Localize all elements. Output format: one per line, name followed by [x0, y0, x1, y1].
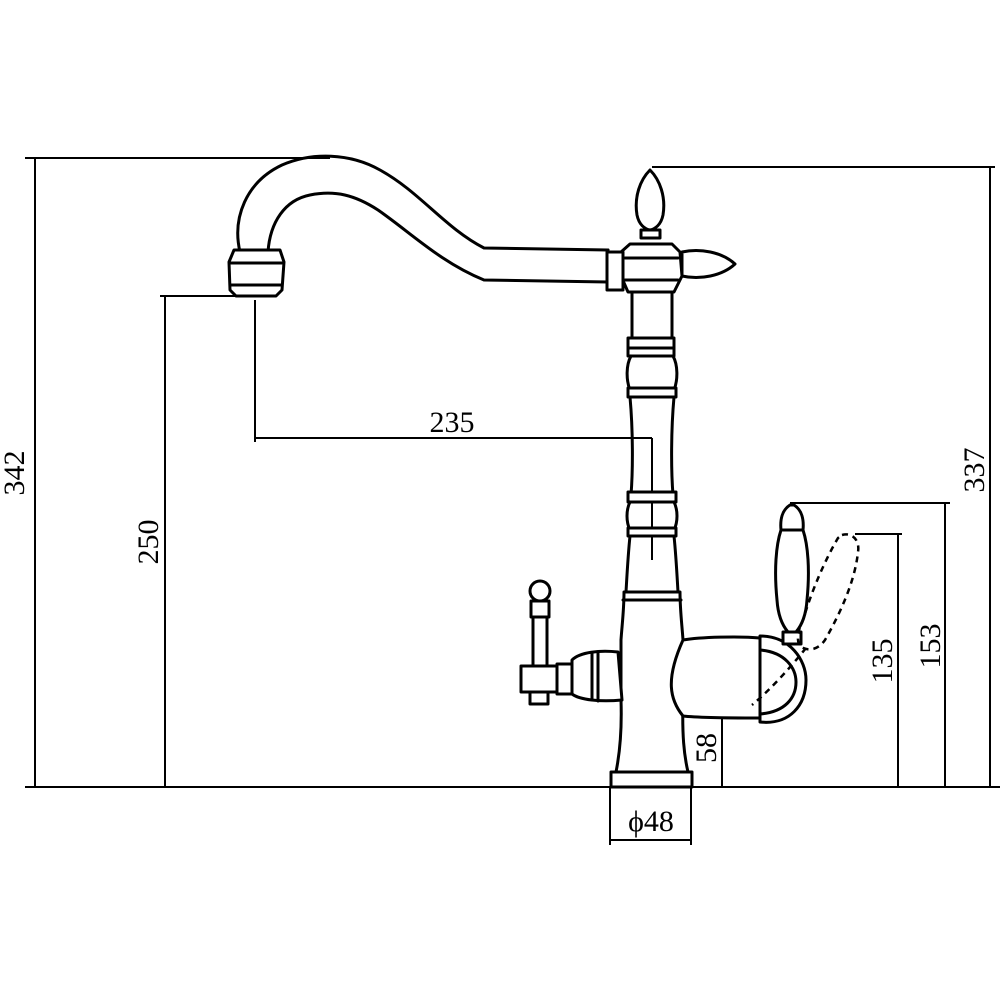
dimension-153: 153 [790, 502, 950, 787]
faucet-outline-icon [227, 154, 860, 789]
dimension-235-label: 235 [430, 406, 475, 439]
dimension-diameter-48-label: ϕ48 [628, 805, 674, 838]
aerator [227, 248, 286, 298]
right-outlet [669, 634, 808, 724]
spout [236, 154, 610, 284]
left-handle [519, 579, 624, 706]
dimension-153-label: 153 [914, 624, 947, 669]
dimension-58-label: 58 [690, 733, 723, 763]
dashed-rotated-handle [751, 533, 860, 706]
column [624, 290, 680, 594]
upper-body [605, 242, 684, 294]
dimension-342: 342 [0, 157, 330, 787]
dimension-342-label: 342 [0, 451, 31, 496]
dimension-135: 135 [855, 533, 902, 787]
dimension-diameter-48: ϕ48 [609, 787, 692, 845]
dimension-135-label: 135 [866, 639, 899, 684]
dimension-250: 250 [132, 295, 245, 787]
top-finial [634, 168, 666, 240]
dimension-235: 235 [254, 300, 653, 560]
dimension-337-label: 337 [958, 448, 991, 493]
top-side-knob [680, 249, 737, 279]
main-body [609, 590, 694, 789]
dimension-337: 337 [652, 166, 995, 787]
right-lever-handle [774, 503, 810, 646]
dimension-250-label: 250 [132, 520, 165, 565]
